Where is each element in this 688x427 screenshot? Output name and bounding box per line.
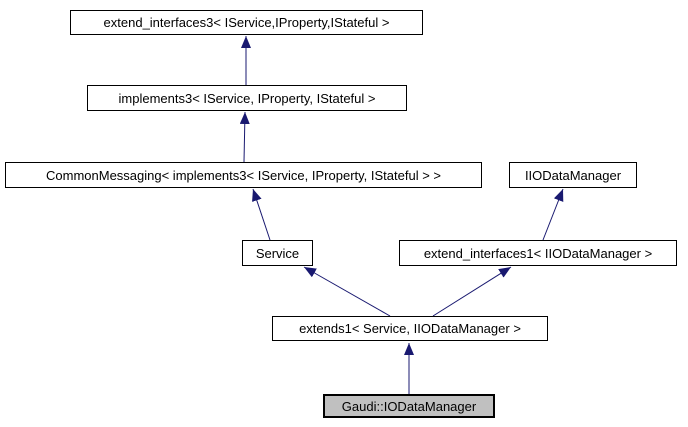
- edge-commonmessaging-to-implements3: [239, 111, 250, 163]
- class-node-commonmessaging[interactable]: CommonMessaging< implements3< IService, …: [5, 162, 482, 188]
- edge-extend-interfaces1-to-iiodatamanager: [542, 188, 564, 241]
- class-node-gaudi-iodatamanager-current: Gaudi::IODataManager: [323, 394, 495, 418]
- class-node-service[interactable]: Service: [242, 240, 313, 266]
- class-node-extend-interfaces1[interactable]: extend_interfaces1< IIODataManager >: [399, 240, 677, 266]
- class-node-implements3[interactable]: implements3< IService, IProperty, IState…: [87, 85, 407, 111]
- edge-service-to-commonmessaging: [252, 188, 271, 241]
- edge-extends1-to-extend-interfaces1: [432, 266, 512, 317]
- class-node-extends1[interactable]: extends1< Service, IIODataManager >: [272, 316, 548, 341]
- class-node-extend-interfaces3[interactable]: extend_interfaces3< IService,IProperty,I…: [70, 10, 423, 35]
- class-node-iiodatamanager[interactable]: IIODataManager: [509, 162, 637, 188]
- edge-extends1-to-service: [303, 266, 391, 317]
